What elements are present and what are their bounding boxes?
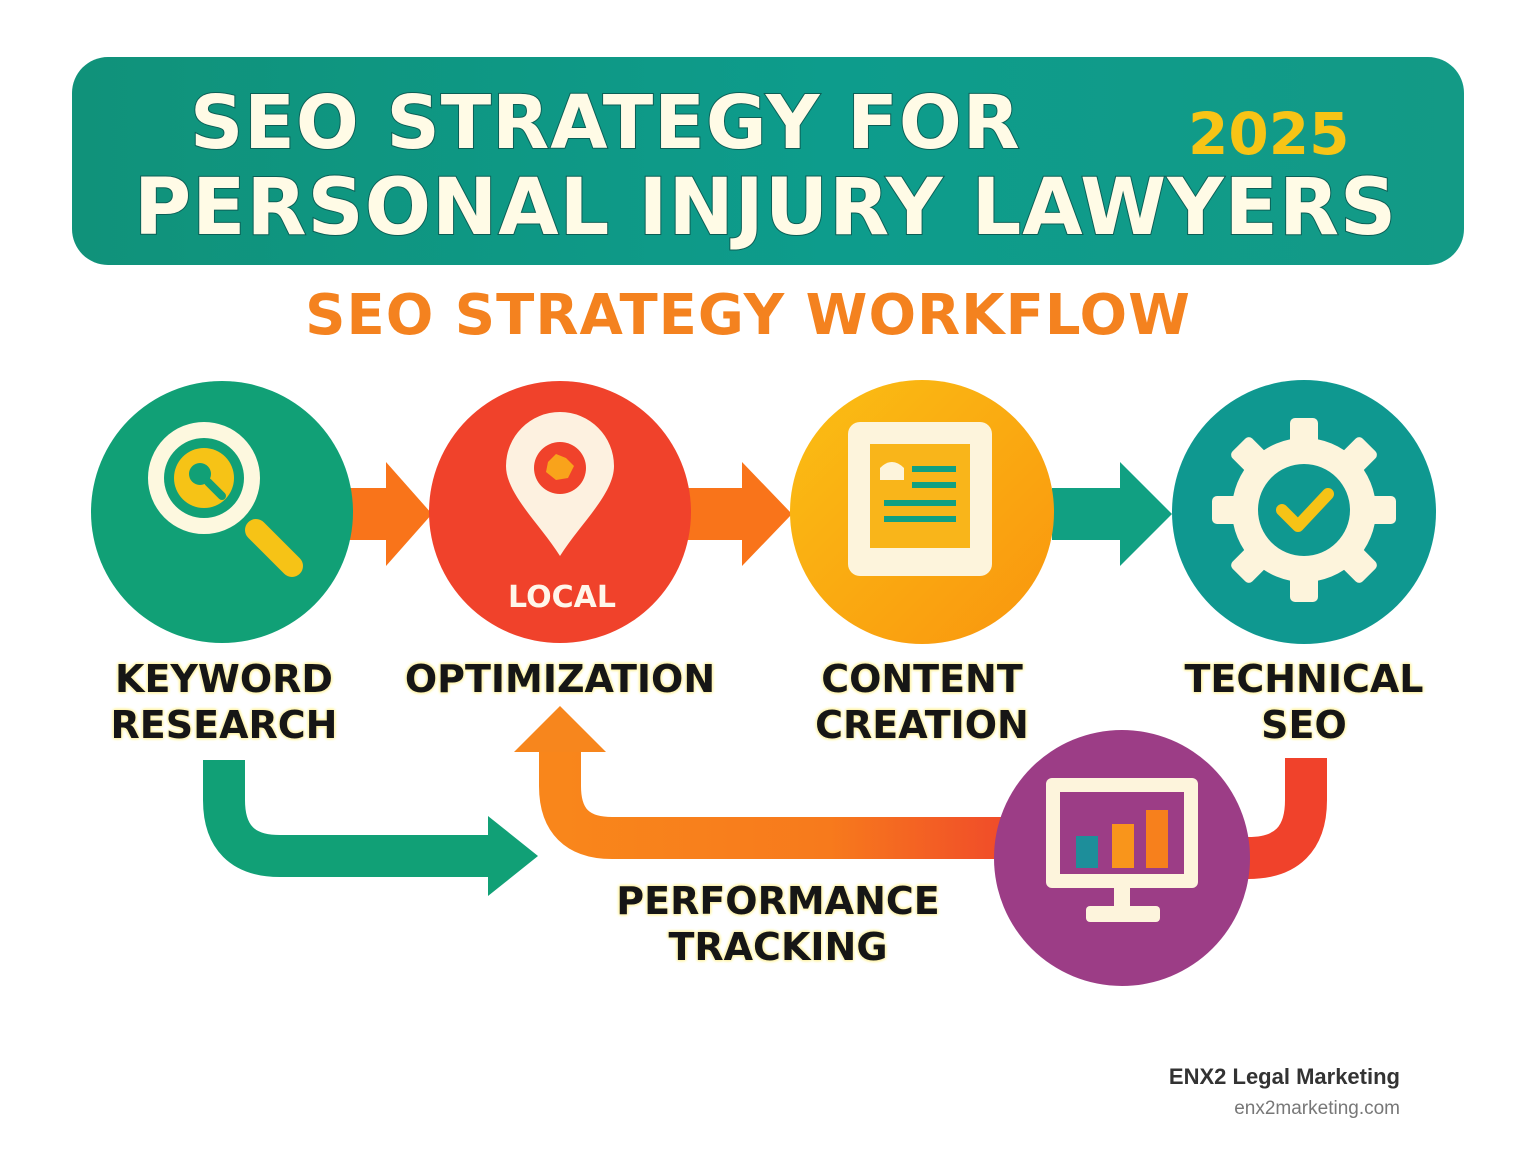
title-line-1: SEO STRATEGY FOR (189, 79, 1021, 167)
magnifying-glass-icon (148, 422, 303, 577)
step-technical-seo-circle (1172, 380, 1436, 644)
arrow-2-3 (686, 462, 792, 566)
step-label-line: TECHNICAL (1184, 657, 1424, 701)
step-label-line: OPTIMIZATION (404, 657, 716, 701)
arrow-keyword-to-tracking (203, 760, 538, 896)
step-label-optimization: OPTIMIZATION (400, 656, 720, 702)
step-label-content-creation: CONTENT CREATION (794, 656, 1050, 748)
step-label-line: KEYWORD (115, 657, 333, 701)
step-label-performance-tracking: PERFORMANCE TRACKING (604, 878, 952, 970)
step-label-line: PERFORMANCE (616, 879, 940, 923)
footer-brand: ENX2 Legal Marketing (1168, 1064, 1400, 1089)
local-tag: LOCAL (508, 580, 616, 615)
step-label-line: RESEARCH (110, 703, 338, 747)
step-label-technical-seo: TECHNICAL SEO (1166, 656, 1442, 748)
document-icon (848, 422, 992, 576)
arrow-technical-to-tracking (1200, 758, 1327, 879)
step-keyword-research-circle (91, 381, 353, 643)
step-label-line: SEO (1261, 703, 1347, 747)
year-badge: 2025 (1188, 100, 1350, 168)
step-local-optimization-circle (429, 381, 691, 643)
title-banner (72, 57, 1464, 265)
step-label-line: TRACKING (668, 925, 888, 969)
footer-website: enx2marketing.com (1234, 1098, 1400, 1119)
monitor-chart-icon (1046, 778, 1198, 922)
map-pin-icon (506, 412, 614, 556)
workflow-subtitle: SEO STRATEGY WORKFLOW (305, 283, 1191, 348)
step-content-creation-circle (790, 380, 1054, 644)
arrow-1-2 (348, 462, 432, 566)
step-label-line: CREATION (815, 703, 1029, 747)
arrow-3-4 (1052, 462, 1172, 566)
step-label-keyword-research: KEYWORD RESEARCH (92, 656, 356, 748)
gear-check-icon (1212, 418, 1396, 602)
step-performance-tracking-circle (994, 730, 1250, 986)
title-line-2: PERSONAL INJURY LAWYERS (133, 162, 1398, 254)
arrow-tracking-to-optimization (514, 706, 1010, 859)
step-label-line: CONTENT (821, 657, 1023, 701)
